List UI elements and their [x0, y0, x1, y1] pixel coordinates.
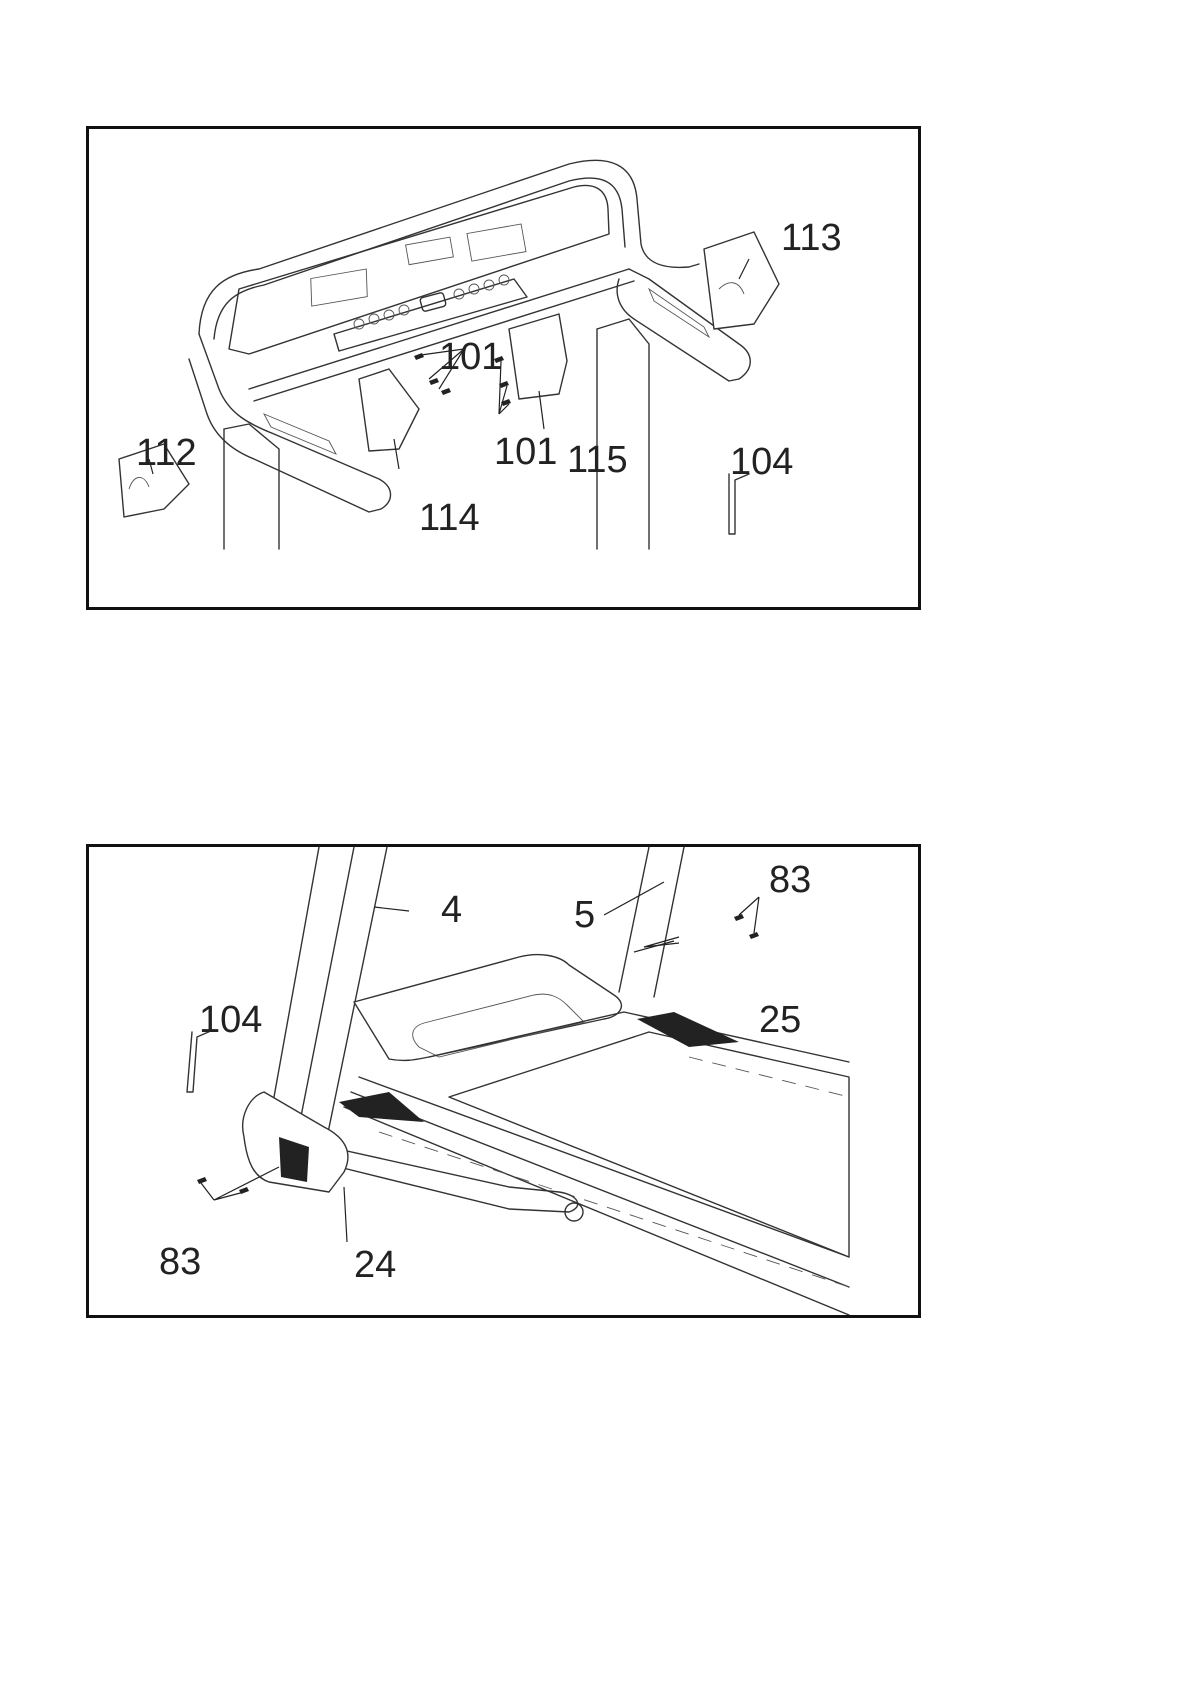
- leader-line: [644, 937, 679, 947]
- screw-icon: [749, 932, 759, 939]
- allen-key-icon: [729, 474, 749, 534]
- leader-line: [604, 882, 664, 915]
- part-label-83: 83: [159, 1241, 201, 1283]
- console-button: [354, 319, 364, 329]
- right-pulse-sensor: [649, 289, 709, 337]
- part-label-114: 114: [419, 497, 480, 539]
- part-label-113: 113: [781, 217, 842, 259]
- part-label-25: 25: [759, 999, 801, 1041]
- part-label-104: 104: [199, 999, 262, 1041]
- left-handlebar: [189, 334, 391, 512]
- console-drawing: 101 101 112 113 114 115 104: [89, 129, 918, 607]
- part-label-5: 5: [574, 894, 595, 936]
- console-frame-inner: [214, 178, 625, 339]
- console-frame: [199, 160, 699, 334]
- part-label-101: 101: [494, 431, 557, 473]
- left-upright: [224, 424, 279, 549]
- assembly-figure-uprights-base: 4 5 83 83 25 24 104: [86, 844, 921, 1318]
- part-label-104: 104: [730, 441, 793, 483]
- screw-icon: [734, 914, 744, 921]
- leader-line: [634, 941, 674, 952]
- screw-icon: [429, 378, 439, 385]
- part-label-4: 4: [441, 889, 462, 931]
- leader-line: [374, 907, 409, 911]
- screw-icon: [414, 353, 424, 360]
- cover-115: [509, 314, 567, 399]
- console-button: [469, 284, 479, 294]
- assembly-figure-console-covers: 101 101 112 113 114 115 104: [86, 126, 921, 610]
- leader-line: [344, 1187, 347, 1242]
- part-label-112: 112: [136, 432, 197, 474]
- base-drawing: 4 5 83 83 25 24 104: [89, 847, 918, 1315]
- motor-hood: [354, 955, 621, 1061]
- console-window-center: [406, 237, 454, 265]
- console-window-right: [467, 224, 526, 261]
- cover-114: [359, 369, 419, 451]
- part-label-115: 115: [567, 439, 628, 481]
- part-label-83: 83: [769, 859, 811, 901]
- cover-113: [704, 232, 779, 329]
- part-label-24: 24: [354, 1244, 396, 1286]
- right-upright: [597, 319, 649, 549]
- part-label-101: 101: [439, 336, 502, 378]
- screw-icon: [197, 1177, 207, 1184]
- running-belt: [449, 1032, 849, 1257]
- console-window-left: [311, 269, 367, 306]
- screw-icon: [441, 388, 451, 395]
- console-button: [499, 275, 509, 285]
- console-button: [454, 289, 464, 299]
- upright-5: [619, 847, 684, 997]
- console-button: [384, 310, 394, 320]
- console-button: [399, 305, 409, 315]
